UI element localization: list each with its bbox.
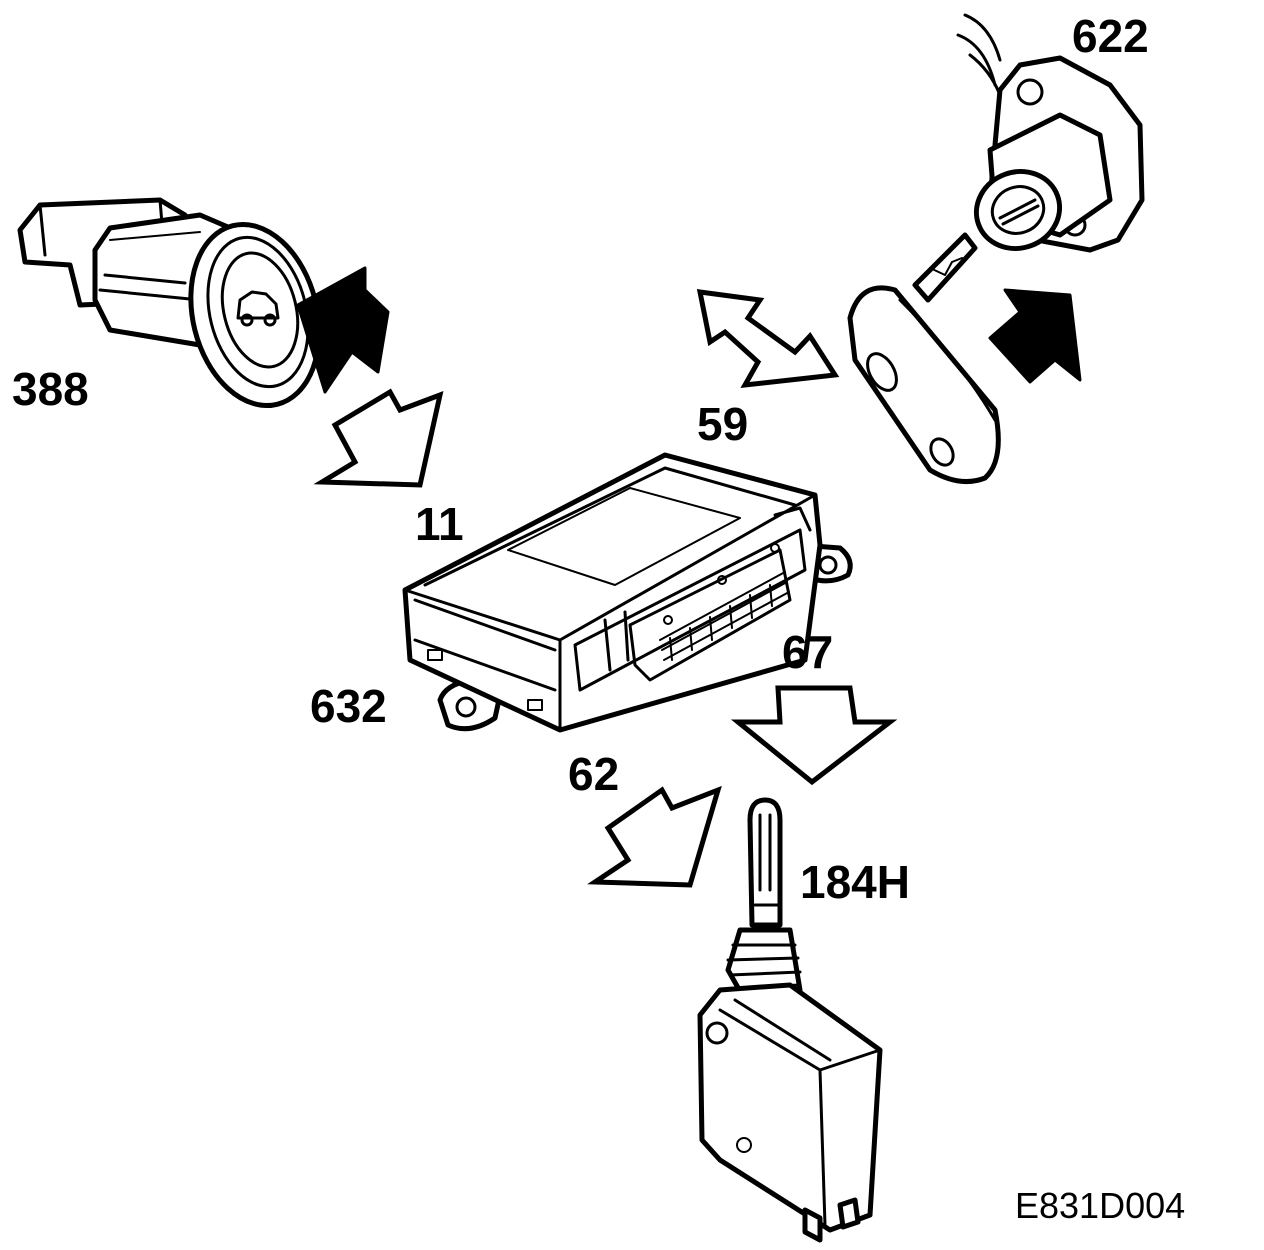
actuator-component: [697, 797, 883, 1243]
label-11: 11: [415, 498, 464, 550]
label-632: 632: [310, 680, 387, 732]
label-59: 59: [697, 398, 748, 450]
figure-id: E831D004: [1015, 1185, 1185, 1226]
label-62: 62: [568, 748, 619, 800]
control-unit-component: [402, 452, 853, 733]
signal-arrow-67: [730, 685, 898, 786]
insert-arrow-622: [988, 288, 1082, 384]
label-622: 622: [1072, 10, 1149, 62]
label-388: 388: [12, 363, 89, 415]
signal-arrow-62: [587, 785, 722, 888]
switch-component: [17, 197, 322, 409]
label-184h: 184H: [800, 856, 910, 908]
label-67: 67: [782, 626, 833, 678]
lock-cylinder-component: [847, 13, 1145, 485]
press-arrow-388: [296, 266, 390, 394]
signal-arrow-11: [313, 388, 444, 488]
signal-arrow-59: [696, 289, 840, 389]
